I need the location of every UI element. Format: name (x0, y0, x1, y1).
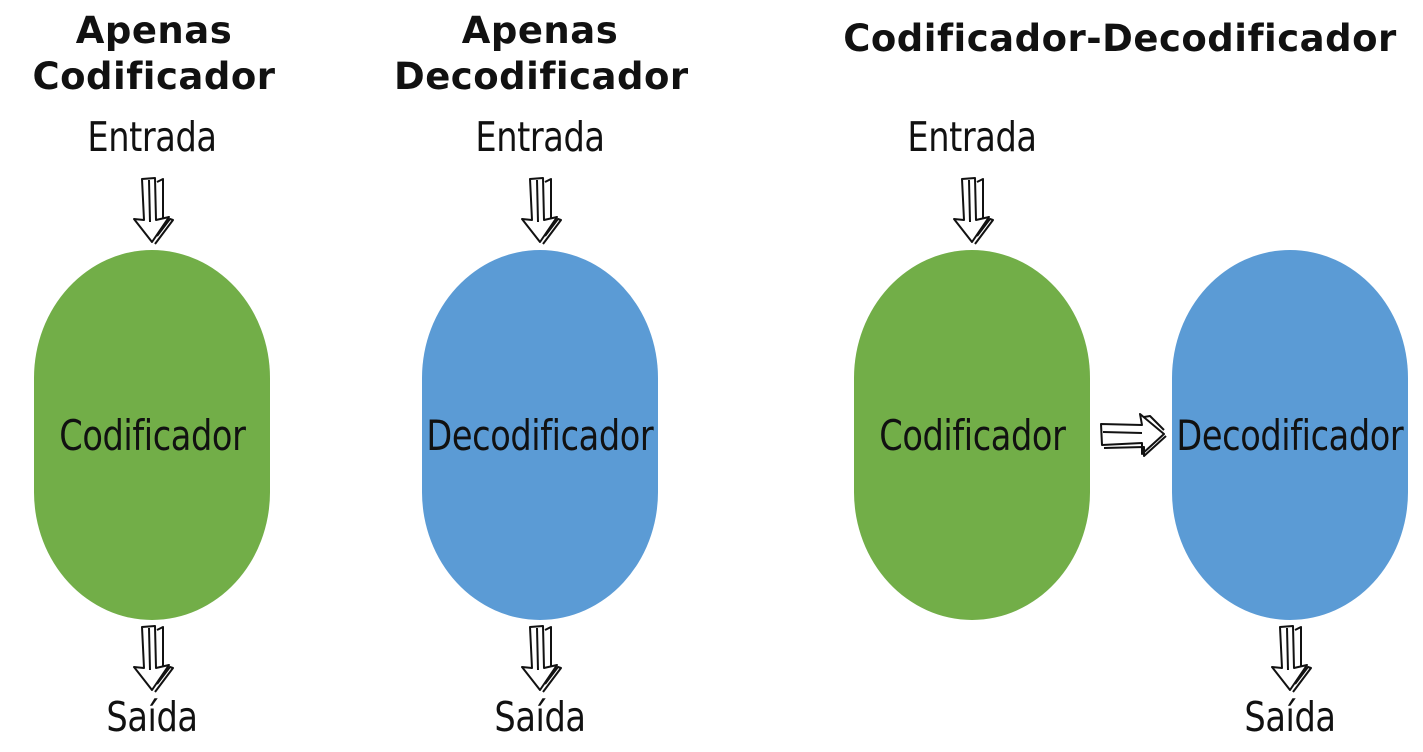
decoder-only-output-label: Saída (494, 693, 586, 741)
encoder-decoder-input-label: Entrada (907, 113, 1037, 161)
decoder-block-label: Decodificador (426, 410, 654, 460)
down-arrow-icon (518, 624, 564, 694)
down-arrow-icon (130, 624, 176, 694)
down-arrow-icon (130, 176, 176, 246)
down-arrow-icon (950, 176, 996, 246)
decoder-block-label: Decodificador (1176, 410, 1404, 460)
decoder-only-title-line2: Decodificador (394, 55, 689, 98)
encoder-block-label: Codificador (58, 410, 246, 460)
down-arrow-icon (1268, 624, 1314, 694)
encoder-only-title-line1: Apenas (75, 9, 233, 52)
decoder-only-title: Apenas Decodificador (394, 8, 689, 100)
encoder-decoder-title: Codificador-Decodificador (843, 17, 1397, 60)
encoder-block-label: Codificador (878, 410, 1066, 460)
down-arrow-icon (518, 176, 564, 246)
encoder-only-output-label: Saída (106, 693, 198, 741)
encoder-only-title: Apenas Codificador (32, 8, 276, 100)
decoder-block: Decodificador (422, 250, 658, 620)
encoder-block: Codificador (854, 250, 1090, 620)
encoder-decoder-output-label: Saída (1244, 693, 1336, 741)
decoder-block: Decodificador (1172, 250, 1408, 620)
decoder-only-input-label: Entrada (475, 113, 605, 161)
right-arrow-icon (1098, 412, 1168, 458)
encoder-only-title-line2: Codificador (32, 55, 276, 98)
decoder-only-title-line1: Apenas (461, 9, 619, 52)
encoder-block: Codificador (34, 250, 270, 620)
encoder-only-input-label: Entrada (87, 113, 217, 161)
